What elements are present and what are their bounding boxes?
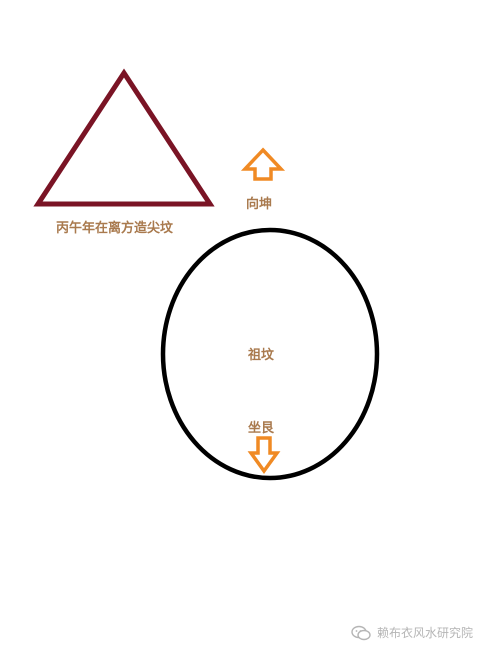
sitting-direction-label: 坐艮: [248, 421, 275, 436]
sharp-tomb-triangle: [33, 68, 215, 207]
tomb-label: 祖坟: [248, 348, 275, 363]
wechat-icon: [351, 625, 371, 641]
ancestral-tomb-ellipse: [160, 227, 380, 481]
watermark: 赖布衣风水研究院: [351, 624, 473, 641]
down-arrow-icon: [247, 436, 281, 474]
watermark-text: 赖布衣风水研究院: [377, 626, 474, 640]
triangle-label: 丙午年在离方造尖坟: [56, 221, 174, 236]
facing-direction-label: 向坤: [246, 197, 273, 212]
up-arrow-icon: [240, 147, 286, 181]
